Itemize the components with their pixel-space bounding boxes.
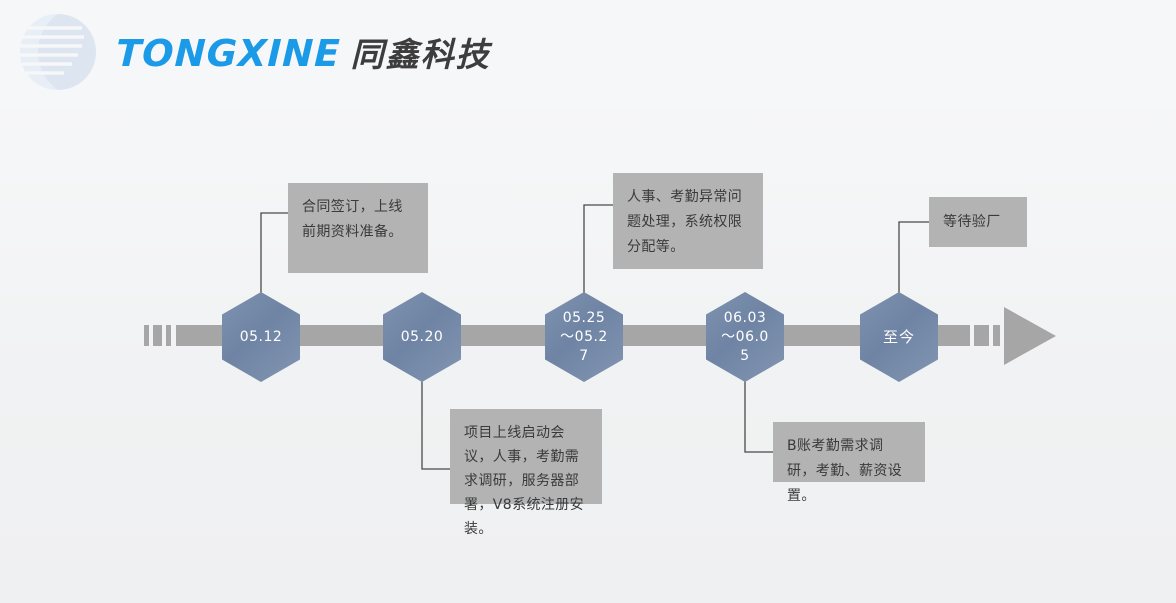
timeline-callout-3[interactable]: 人事、考勤异常问题处理，系统权限分配等。 [613, 173, 763, 269]
timeline-node-1-label: 05.12 [239, 328, 283, 345]
timeline-callout-1[interactable]: 合同签订，上线前期资料准备。 [288, 183, 428, 273]
logo-chinese-text: 同鑫科技 [350, 35, 491, 74]
timeline-callout-4[interactable]: B账考勤需求调研，考勤、薪资设置。 [773, 422, 925, 504]
timeline-callout-2[interactable]: 项目上线启动会议，人事，考勤需求调研，服务器部署，V8系统注册安装。 [450, 409, 602, 537]
logo-latin-text: TONGXINE [115, 32, 342, 75]
timeline-node-3-label: 05.25～05.27 [560, 309, 608, 364]
header-band: TONGXINE 同鑫科技 [0, 0, 1176, 108]
brand-logo: TONGXINE 同鑫科技 [12, 6, 491, 98]
timeline-node-2-label: 05.20 [400, 328, 444, 345]
timeline-node-4-label: 06.03～06.05 [721, 309, 769, 364]
timeline-node-5-label: 至今 [882, 327, 915, 346]
logo-wordmark: TONGXINE 同鑫科技 [115, 28, 491, 76]
timeline-callout-5[interactable]: 等待验厂 [929, 197, 1027, 247]
tongxine-globe-logo-icon [20, 14, 96, 90]
